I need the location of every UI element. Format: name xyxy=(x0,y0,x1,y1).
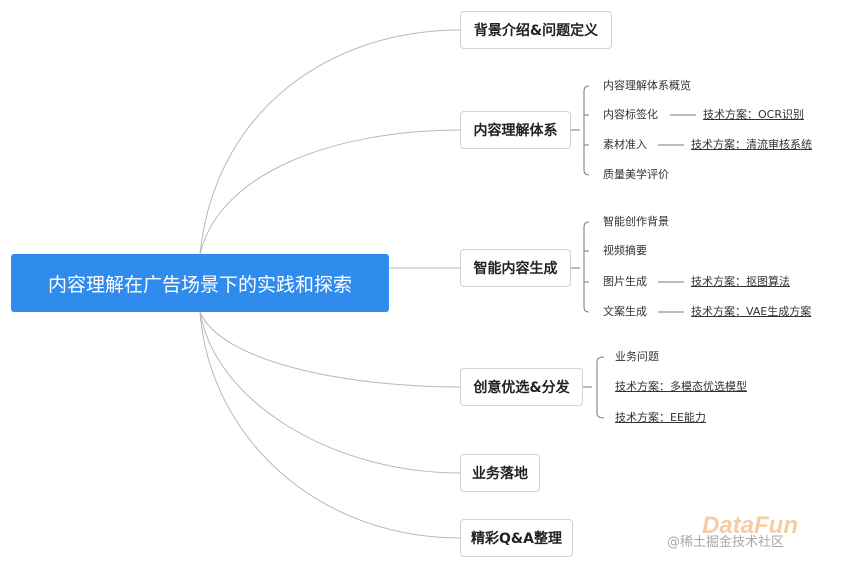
leaf-creation-background[interactable]: 智能创作背景 xyxy=(603,215,669,228)
leaf-tech-vae[interactable]: 技术方案：VAE生成方案 xyxy=(691,305,812,318)
branch-content-understanding[interactable]: 内容理解体系 xyxy=(460,111,571,149)
leaf-copy-generation[interactable]: 文案生成 xyxy=(603,305,647,318)
branch-creative-selection[interactable]: 创意优选&分发 xyxy=(460,368,583,406)
bracket-understanding xyxy=(571,85,590,176)
leaf-material-admission[interactable]: 素材准入 xyxy=(603,138,647,151)
leaf-tech-ee[interactable]: 技术方案：EE能力 xyxy=(615,411,706,424)
leaf-image-generation[interactable]: 图片生成 xyxy=(603,275,647,288)
watermark: DataFun @稀土掘金技术社区 xyxy=(667,512,827,556)
branch-background[interactable]: 背景介绍&问题定义 xyxy=(460,11,612,49)
leaf-business-problem[interactable]: 业务问题 xyxy=(615,350,659,363)
connector-root-creative xyxy=(199,311,461,388)
root-node[interactable]: 内容理解在广告场景下的实践和探索 xyxy=(11,254,389,312)
bracket-generation xyxy=(571,221,590,313)
leaf-tech-ocr[interactable]: 技术方案：OCR识别 xyxy=(703,108,804,121)
leaf-tech-multimodal[interactable]: 技术方案：多模态优选模型 xyxy=(615,380,747,393)
branch-content-generation[interactable]: 智能内容生成 xyxy=(460,249,571,287)
branch-qa[interactable]: 精彩Q&A整理 xyxy=(460,519,573,557)
leaf-video-summary[interactable]: 视频摘要 xyxy=(603,244,647,257)
leaf-tech-review-system[interactable]: 技术方案：清流审核系统 xyxy=(691,138,812,151)
leaf-tech-matting[interactable]: 技术方案：抠图算法 xyxy=(691,275,790,288)
connector-root-qa xyxy=(199,311,461,539)
connector-root-landing xyxy=(199,311,461,474)
datafun-logo: DataFun xyxy=(702,512,798,539)
leaf-content-tagging[interactable]: 内容标签化 xyxy=(603,108,658,121)
branch-business-landing[interactable]: 业务落地 xyxy=(460,454,540,492)
watermark-text: @稀土掘金技术社区 xyxy=(667,535,785,550)
connector-root-understanding xyxy=(199,129,461,255)
bracket-creative xyxy=(583,356,605,419)
leaf-understanding-overview[interactable]: 内容理解体系概览 xyxy=(603,79,691,92)
connector-root-background xyxy=(199,29,461,255)
leaf-quality-aesthetics[interactable]: 质量美学评价 xyxy=(603,168,669,181)
